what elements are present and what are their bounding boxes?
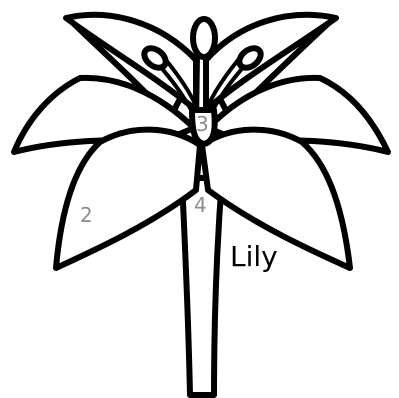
label-stem-number: 4 [194,193,207,217]
pistil-stigma [193,19,215,57]
label-petal-number: 2 [80,203,93,227]
label-center-number: 3 [196,112,209,136]
label-plant-name: Lily [230,240,278,273]
front-petal-left [56,130,200,268]
